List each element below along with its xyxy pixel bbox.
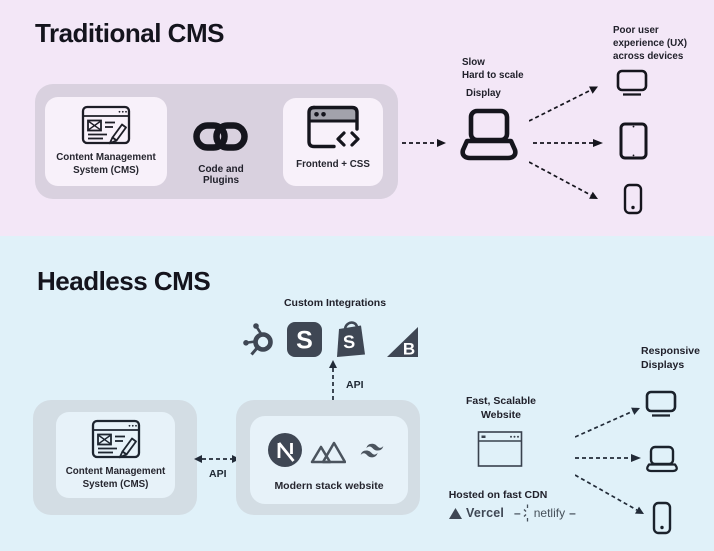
tailwindcss-icon (360, 443, 384, 457)
hosted-cdn-label: Hosted on fast CDN (448, 489, 548, 501)
phone-icon (623, 183, 643, 215)
vercel-triangle-icon (449, 507, 462, 519)
display-notes: Slow Hard to scale (462, 56, 524, 82)
laptop-icon (646, 445, 678, 473)
monitor-icon (616, 69, 648, 96)
cms-editor-icon (91, 419, 140, 459)
arrow-to-phone-top (529, 161, 598, 199)
poor-ux-text: Poor user experience (UX) across devices (613, 25, 688, 63)
plugins-label: Code and Plugins (198, 164, 244, 186)
headless-cms-card: Content Management System (CMS) (56, 412, 175, 498)
custom-integrations-label: Custom Integrations (283, 297, 387, 309)
fast-scalable-website-label: Fast, Scalable Website (465, 395, 537, 422)
chain-link-icon (193, 122, 248, 151)
arrow-to-monitor-bottom (575, 407, 640, 438)
svg-text:S: S (296, 327, 313, 355)
netlify-left-dash: – (514, 506, 521, 520)
netlify-logo-text: netlify (533, 506, 566, 520)
stripe-icon: S (287, 322, 322, 357)
netlify-spark-icon (523, 504, 528, 522)
headless-cms-card-label: Content Management System (CMS) (65, 466, 166, 490)
note-hard-to-scale: Hard to scale (462, 70, 524, 82)
headless-cms-title: Headless CMS (37, 266, 211, 296)
bigcommerce-icon: B (387, 327, 418, 359)
frontend-css-label: Frontend + CSS (296, 159, 370, 170)
note-slow: Slow (462, 57, 485, 68)
arrow-to-monitor-top (529, 86, 598, 122)
laptop-display-icon (460, 108, 518, 161)
modern-stack-card: Modern stack website (250, 416, 408, 504)
display-label: Display (466, 88, 501, 99)
browser-code-icon (307, 105, 360, 149)
svg-text:S: S (342, 332, 355, 353)
shopify-icon: S (337, 321, 365, 357)
responsive-displays-text: Responsive Displays (641, 345, 700, 372)
traditional-cms-title: Traditional CMS (35, 18, 224, 48)
nuxt-icon (310, 441, 346, 464)
vercel-logo-text: Vercel (466, 506, 505, 520)
svg-text:B: B (403, 340, 415, 359)
arrow-to-display (402, 139, 446, 147)
hubspot-icon (243, 323, 273, 356)
tablet-icon (619, 122, 648, 160)
api-label-left: API (209, 468, 227, 480)
phone-icon (652, 501, 672, 535)
nextjs-icon (268, 433, 302, 467)
stack-icons-row (266, 431, 392, 469)
arrow-to-phone-bottom (575, 474, 644, 514)
browser-window-icon (477, 431, 523, 467)
traditional-cms-card: Content Management System (CMS) (45, 97, 167, 186)
cms-editor-icon (81, 105, 131, 145)
arrow-to-laptop-bottom (575, 454, 641, 462)
api-label-top: API (346, 379, 364, 391)
netlify-right-dash: – (569, 506, 576, 520)
arrow-to-tablet-top (533, 139, 603, 147)
cdn-logos-row: Vercel – netlify – (449, 504, 576, 522)
monitor-icon (645, 390, 677, 417)
api-arrow-horizontal (194, 455, 240, 463)
frontend-css-card: Frontend + CSS (283, 98, 383, 186)
traditional-cms-card-label: Content Management System (CMS) (56, 152, 156, 176)
modern-stack-label: Modern stack website (274, 480, 384, 492)
